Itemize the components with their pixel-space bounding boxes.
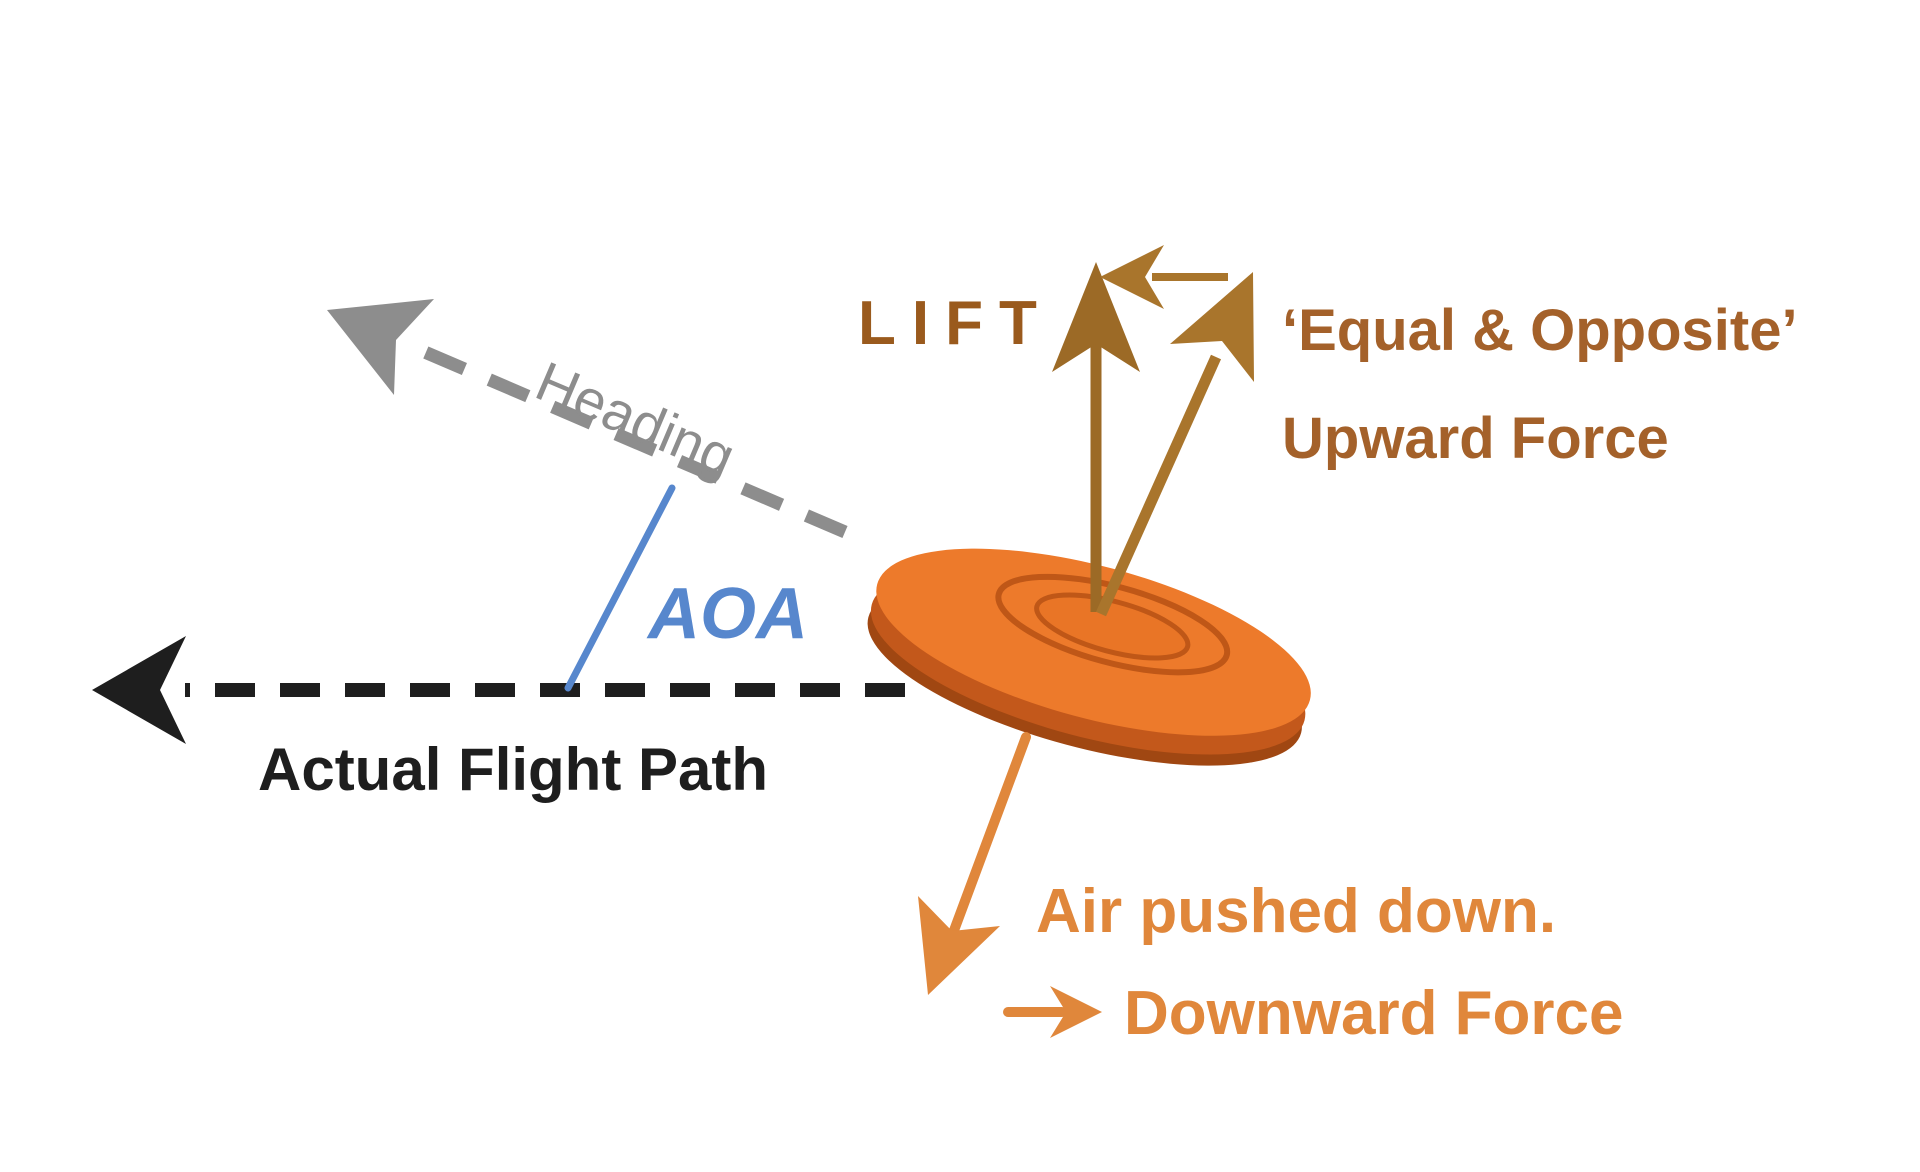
frisbee-outer-ring: [995, 573, 1231, 676]
heading-dashed-line: [417, 344, 848, 538]
flight-path-arrow: [92, 636, 905, 744]
lift-arrow: [1052, 262, 1140, 612]
downward-force-shaft: [941, 732, 1031, 957]
flight-path-label: Actual Flight Path: [258, 736, 768, 803]
lift-arrowhead-icon: [1052, 262, 1140, 372]
upward-force-shaft: [1095, 354, 1222, 617]
upward-force-arrowhead-icon: [1170, 272, 1254, 382]
heading-label: Heading: [527, 349, 744, 489]
air-pushed-label-line2: Downward Force: [1124, 979, 1624, 1048]
aoa-angle-line: [564, 484, 676, 692]
downward-force-arrow: [918, 732, 1031, 995]
implies-arrowhead-icon: [1050, 986, 1102, 1038]
heading-arrowhead-icon: [327, 299, 434, 395]
frisbee-disc: [867, 548, 1311, 766]
implies-arrow-icon: [1003, 986, 1102, 1038]
upward-force-arrow: [1095, 272, 1254, 617]
aoa-label: AOA: [646, 574, 808, 654]
equal-opposite-label-line1: ‘Equal & Opposite’: [1282, 298, 1798, 363]
downward-force-arrowhead-icon: [918, 896, 1000, 995]
air-pushed-label-line1: Air pushed down.: [1036, 877, 1556, 946]
flight-path-arrowhead-icon: [92, 636, 186, 744]
lift-label: LIFT: [858, 289, 1053, 358]
frisbee-center-ring: [1034, 592, 1191, 661]
horizontal-component-arrow: [1100, 245, 1228, 309]
horizontal-component-arrowhead-icon: [1100, 245, 1164, 309]
equal-opposite-label-line2: Upward Force: [1282, 406, 1669, 471]
heading-arrow: [327, 299, 848, 538]
